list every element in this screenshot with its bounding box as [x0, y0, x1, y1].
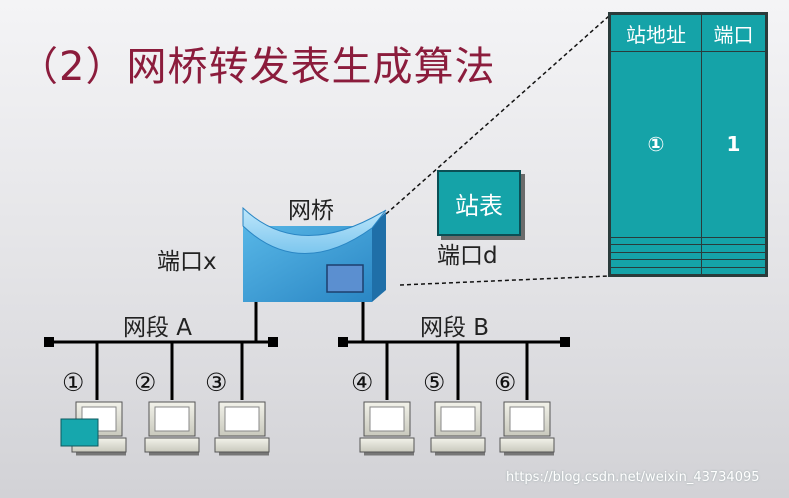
- bridge-side: [372, 212, 386, 302]
- callout-line-bottom: [399, 275, 610, 286]
- slide-title: （2）网桥转发表生成算法: [18, 44, 496, 90]
- cell-station-address: [610, 266, 702, 276]
- station-number-3: ③: [205, 368, 228, 397]
- segment-a-label: 网段 A: [123, 315, 193, 341]
- table-row: [610, 251, 766, 261]
- station-number-5: ⑤: [423, 368, 446, 397]
- segment-b-terminator-right: [560, 337, 570, 347]
- port-x-label: 端口x: [157, 249, 217, 275]
- bridge-device: [242, 206, 387, 302]
- header-station-address: 站地址: [610, 14, 702, 52]
- table-row: [610, 266, 766, 276]
- cell-station-address: [610, 236, 702, 246]
- station-number-6: ⑥: [494, 368, 517, 397]
- cell-station-address: [610, 251, 702, 261]
- cell-port: [701, 259, 766, 268]
- segment-b-terminator-left: [338, 337, 348, 347]
- station-table-box: 站表: [437, 170, 521, 236]
- header-port: 端口: [701, 14, 766, 52]
- cell-station-address: [610, 259, 702, 268]
- callout-line-top: [385, 15, 610, 215]
- table-row: ① 1: [610, 51, 766, 238]
- computer-6: [499, 401, 555, 456]
- cell-station-address: ①: [610, 51, 702, 238]
- cell-port: [701, 266, 766, 276]
- table-row: [610, 244, 766, 253]
- station-number-1: ①: [62, 368, 85, 397]
- port-d-label: 端口d: [437, 243, 498, 269]
- forwarding-table: 站地址 端口 ① 1: [608, 12, 768, 277]
- cell-station-address: [610, 244, 702, 253]
- table-row: [610, 236, 766, 246]
- computer-4: [359, 401, 415, 456]
- station-number-4: ④: [351, 368, 374, 397]
- bridge-panel: [326, 264, 364, 293]
- cell-port: [701, 244, 766, 253]
- station-number-2: ②: [134, 368, 157, 397]
- cell-port: 1: [701, 51, 766, 238]
- computer-3: [214, 401, 270, 456]
- segment-b-label: 网段 B: [420, 315, 490, 341]
- segment-a-terminator-left: [44, 337, 54, 347]
- table-row: [610, 259, 766, 268]
- cell-port: [701, 251, 766, 261]
- segment-a-terminator-right: [268, 337, 278, 347]
- cell-port: [701, 236, 766, 246]
- computer-2: [144, 401, 200, 456]
- station-table-label: 站表: [455, 191, 503, 220]
- computer-1: [60, 401, 127, 456]
- computer-5: [430, 401, 486, 456]
- bridge-top-curve: [242, 206, 387, 254]
- watermark: https://blog.csdn.net/weixin_43734095: [506, 470, 760, 485]
- bridge-label: 网桥: [288, 198, 334, 224]
